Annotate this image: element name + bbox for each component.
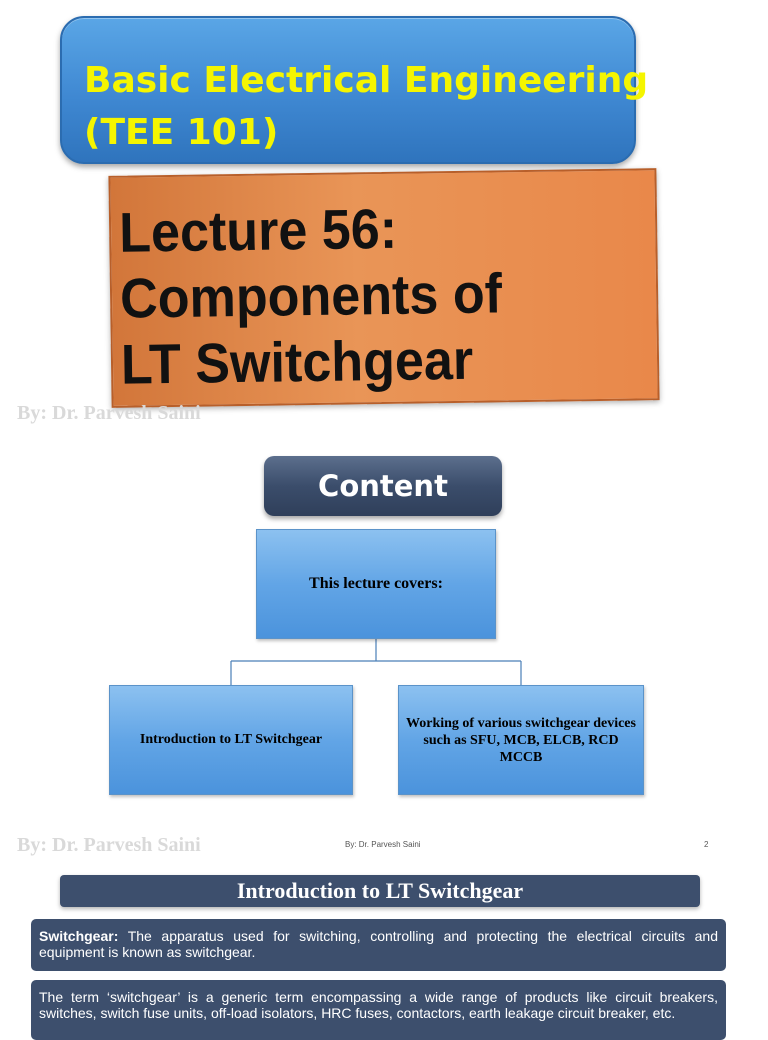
switchgear-term-box: The term ‘switchgear’ is a generic term … xyxy=(31,980,726,1040)
chart-node-devices: Working of various switchgear devices su… xyxy=(398,685,644,795)
intro-heading: Introduction to LT Switchgear xyxy=(60,875,700,907)
course-title-line2: (TEE 101) xyxy=(84,112,279,153)
chart-node-root: This lecture covers: xyxy=(256,529,496,639)
switchgear-definition-box: Switchgear: The apparatus used for switc… xyxy=(31,919,726,971)
switchgear-definition-text: The apparatus used for switching, contro… xyxy=(39,928,718,960)
switchgear-term: Switchgear: xyxy=(39,928,119,944)
slide1-byline: By: Dr. Parvesh Saini xyxy=(17,402,201,424)
slide2-page-number: 2 xyxy=(704,840,709,849)
switchgear-term-text: The term ‘switchgear’ is a generic term … xyxy=(39,989,718,1021)
slide2-byline: By: Dr. Parvesh Saini xyxy=(17,834,201,856)
course-title-line1: Basic Electrical Engineering xyxy=(84,60,649,101)
chart-node-intro: Introduction to LT Switchgear xyxy=(109,685,353,795)
slide2-footer-author: By: Dr. Parvesh Saini xyxy=(345,840,421,849)
course-title-box: Basic Electrical Engineering (TEE 101) xyxy=(60,16,648,164)
content-heading: Content xyxy=(264,456,502,516)
